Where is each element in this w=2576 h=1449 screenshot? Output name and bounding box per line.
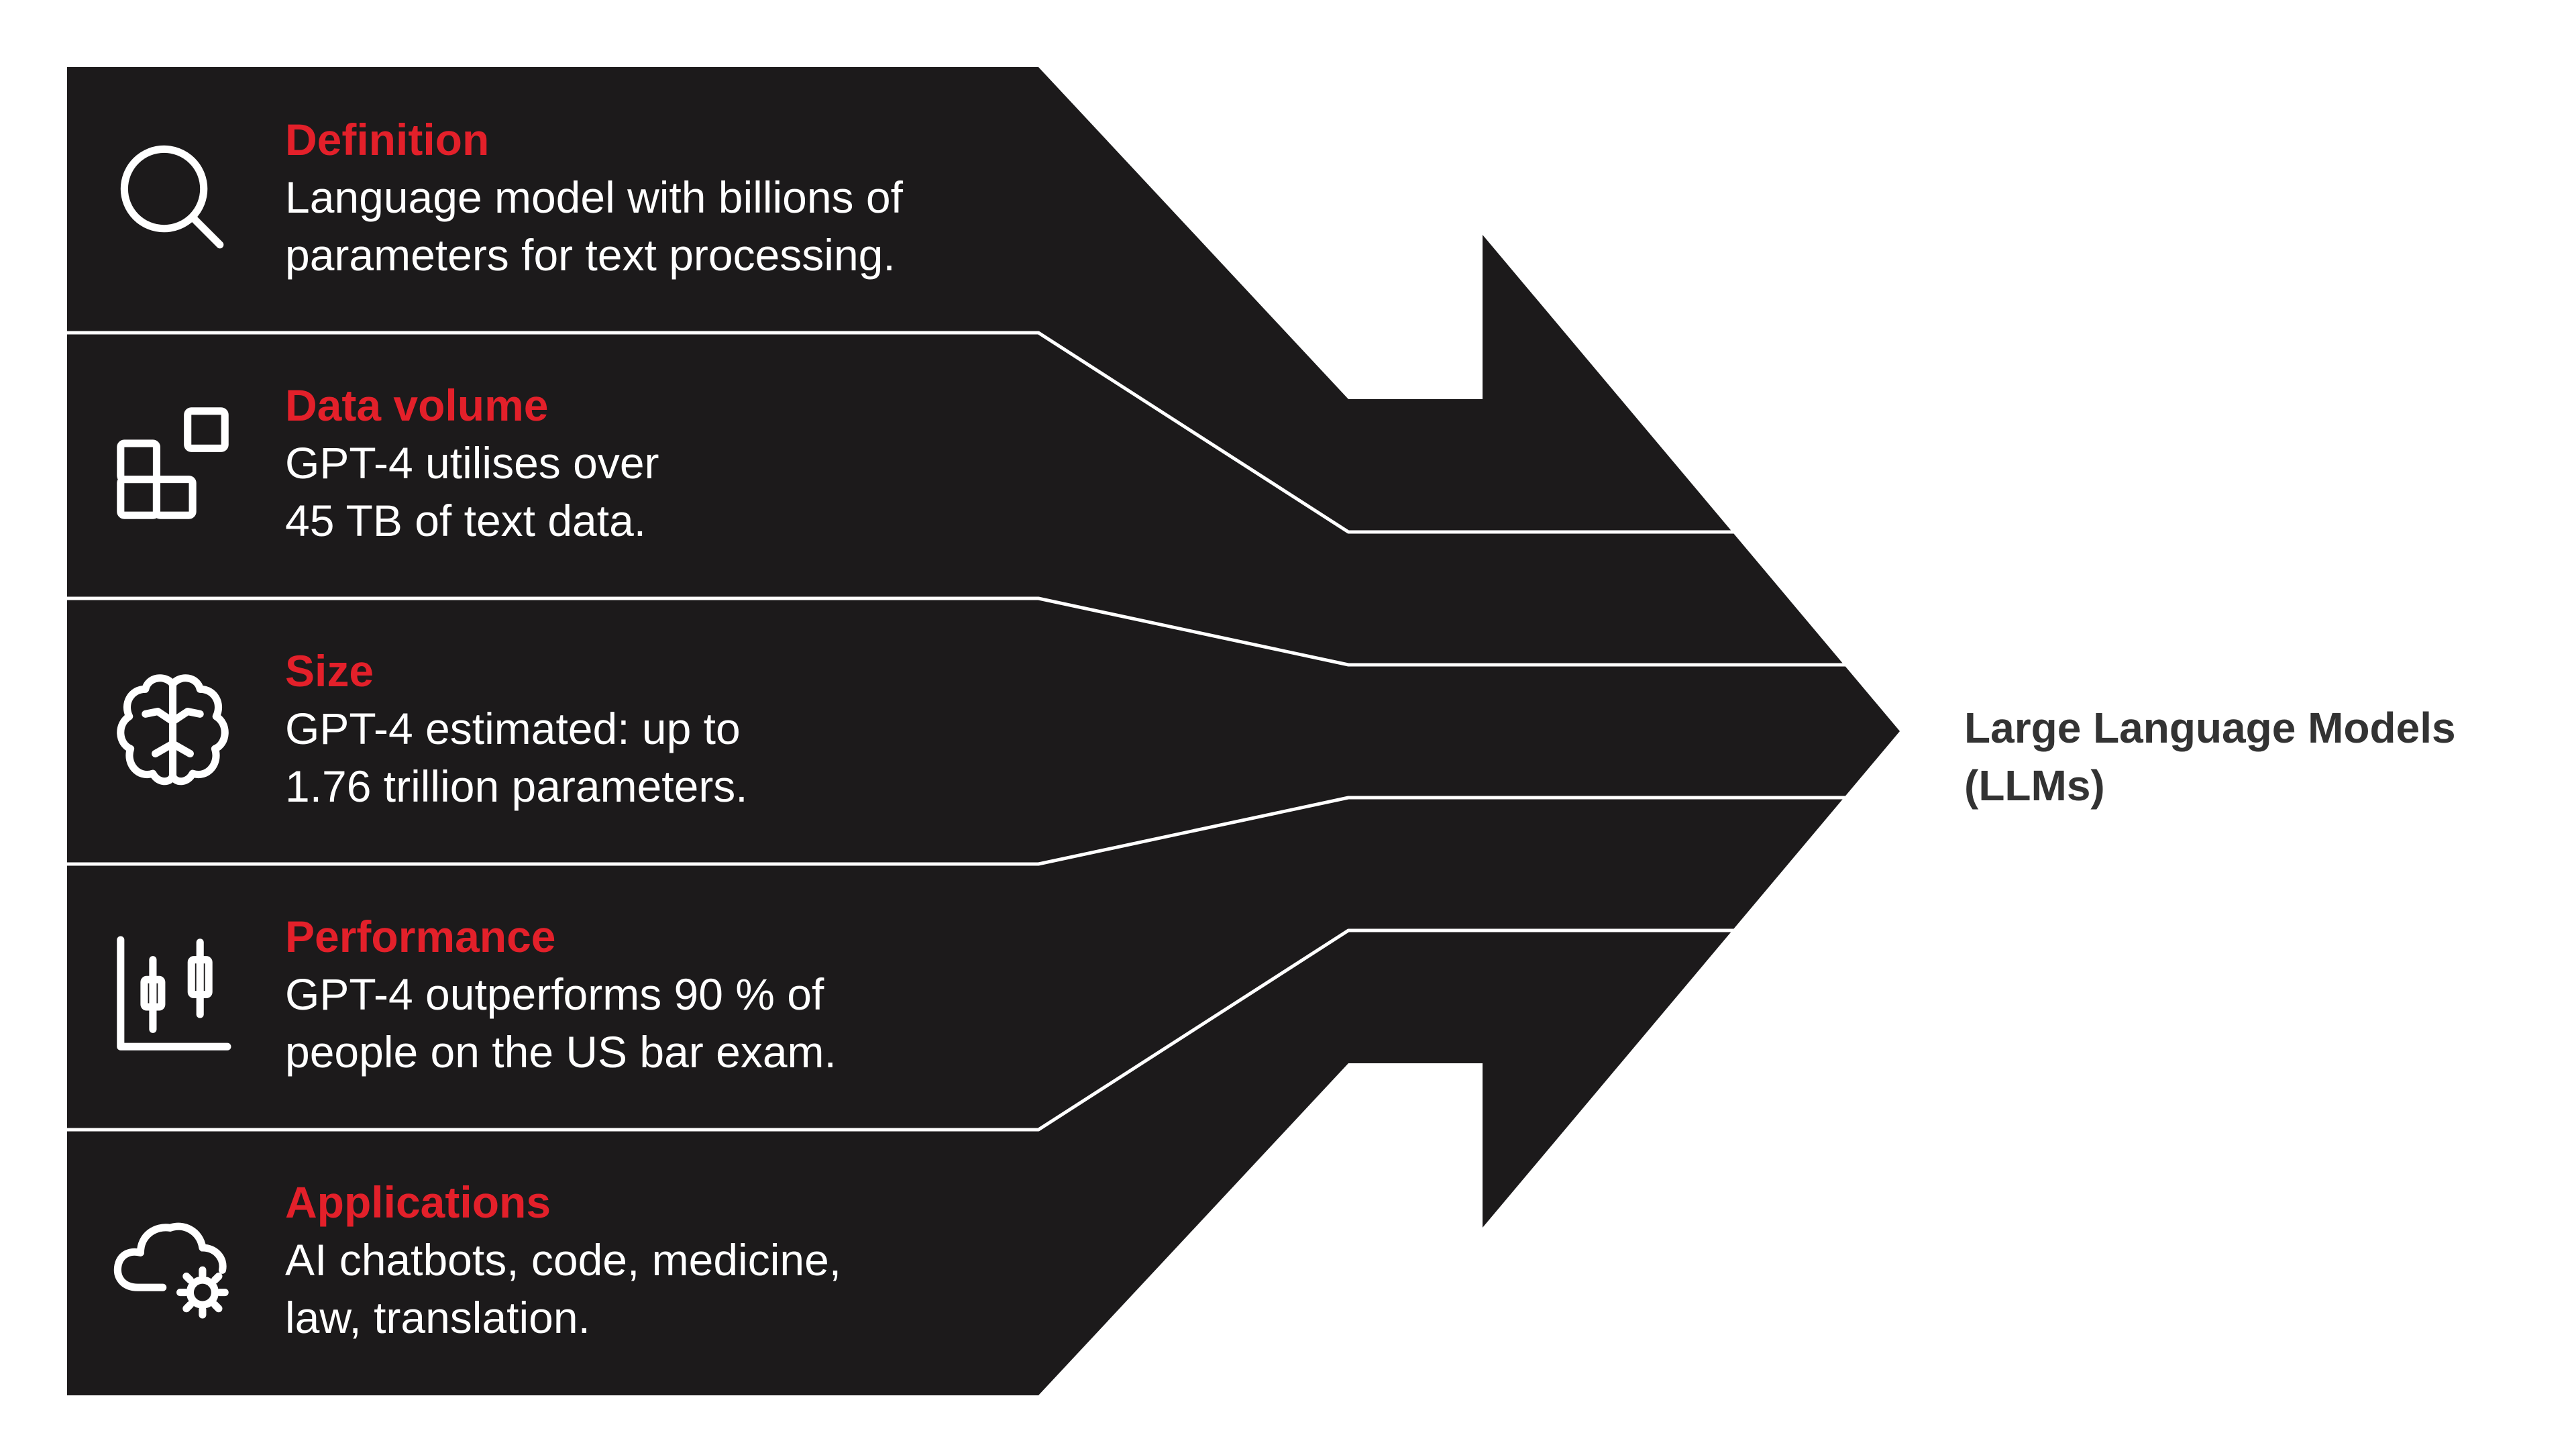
segment-data-volume: Data volume GPT-4 utilises over 45 TB of… (67, 333, 1040, 598)
blocks-icon (117, 407, 229, 519)
segment-size: Size GPT-4 estimated: up to 1.76 trillio… (67, 598, 1040, 864)
separator-line-4 (67, 928, 1737, 1132)
candlestick-chart-icon (117, 936, 231, 1051)
segment-applications: Applications AI chatbots, code, medicine… (67, 1130, 1040, 1395)
channel-separators (67, 331, 1849, 1132)
arrow-body (67, 67, 1900, 1395)
segment-title: Size (285, 646, 374, 696)
segment-definition: Definition Language model with billions … (67, 67, 1040, 333)
cloud-gear-icon (113, 1222, 229, 1319)
separator-line-1 (67, 331, 1737, 534)
segment-description: Language model with billions of paramete… (285, 172, 903, 280)
segment-description: AI chatbots, code, medicine, law, transl… (285, 1235, 842, 1342)
segment-title: Definition (285, 115, 490, 164)
separator-line-3 (67, 796, 1849, 866)
segment-title: Applications (285, 1177, 551, 1227)
target-label: Large Language Models (LLMs) (1964, 704, 2456, 810)
magnifier-icon (120, 145, 224, 249)
separator-line-2 (67, 596, 1849, 667)
segment-title: Performance (285, 912, 556, 961)
segment-title: Data volume (285, 380, 549, 430)
brain-icon (117, 674, 229, 786)
segment-performance: Performance GPT-4 outperforms 90 % of pe… (67, 864, 1040, 1130)
segment-description: GPT-4 utilises over 45 TB of text data. (285, 438, 659, 545)
segment-description: GPT-4 estimated: up to 1.76 trillion par… (285, 704, 748, 811)
segment-description: GPT-4 outperforms 90 % of people on the … (285, 969, 837, 1077)
